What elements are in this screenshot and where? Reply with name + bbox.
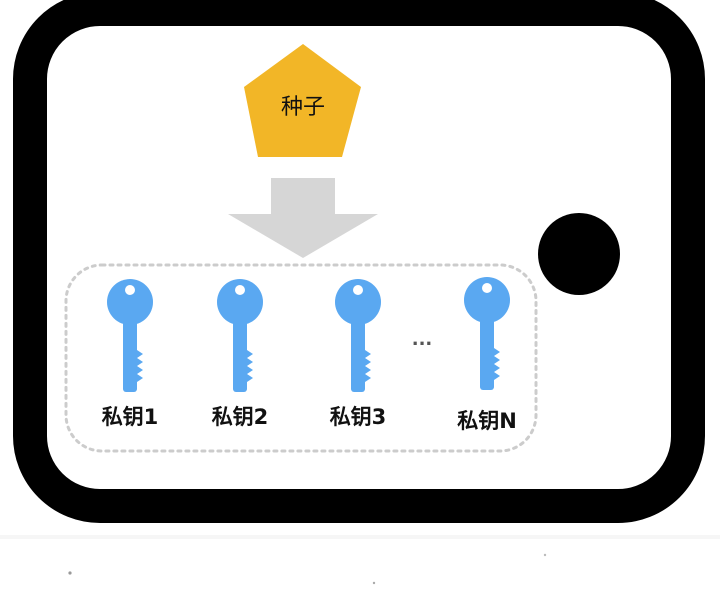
- key-label: 私钥2: [212, 405, 269, 429]
- ellipsis-text: ...: [412, 329, 433, 350]
- private-key-4: 私钥N: [457, 277, 517, 433]
- seed-pentagon: [244, 44, 361, 157]
- bottom-noise: [0, 535, 720, 585]
- key-label: 私钥N: [457, 409, 517, 433]
- private-key-1: 私钥1: [102, 279, 159, 429]
- seed-node: 种子: [244, 44, 361, 157]
- wallet-clasp: [538, 213, 620, 295]
- key-label: 私钥1: [102, 405, 159, 429]
- key-hole: [482, 283, 492, 293]
- keys-group-box: [64, 263, 538, 453]
- keys-layer: 私钥1 私钥2 私钥3 私钥N: [102, 277, 517, 433]
- wallet-frame: [13, 0, 705, 523]
- private-key-3: 私钥3: [330, 279, 387, 429]
- key-label: 私钥3: [330, 405, 387, 429]
- private-key-2: 私钥2: [212, 279, 269, 429]
- key-hole: [353, 285, 363, 295]
- seed-label: 种子: [281, 95, 325, 120]
- down-arrow: [228, 178, 378, 258]
- key-hole: [235, 285, 245, 295]
- key-hole: [125, 285, 135, 295]
